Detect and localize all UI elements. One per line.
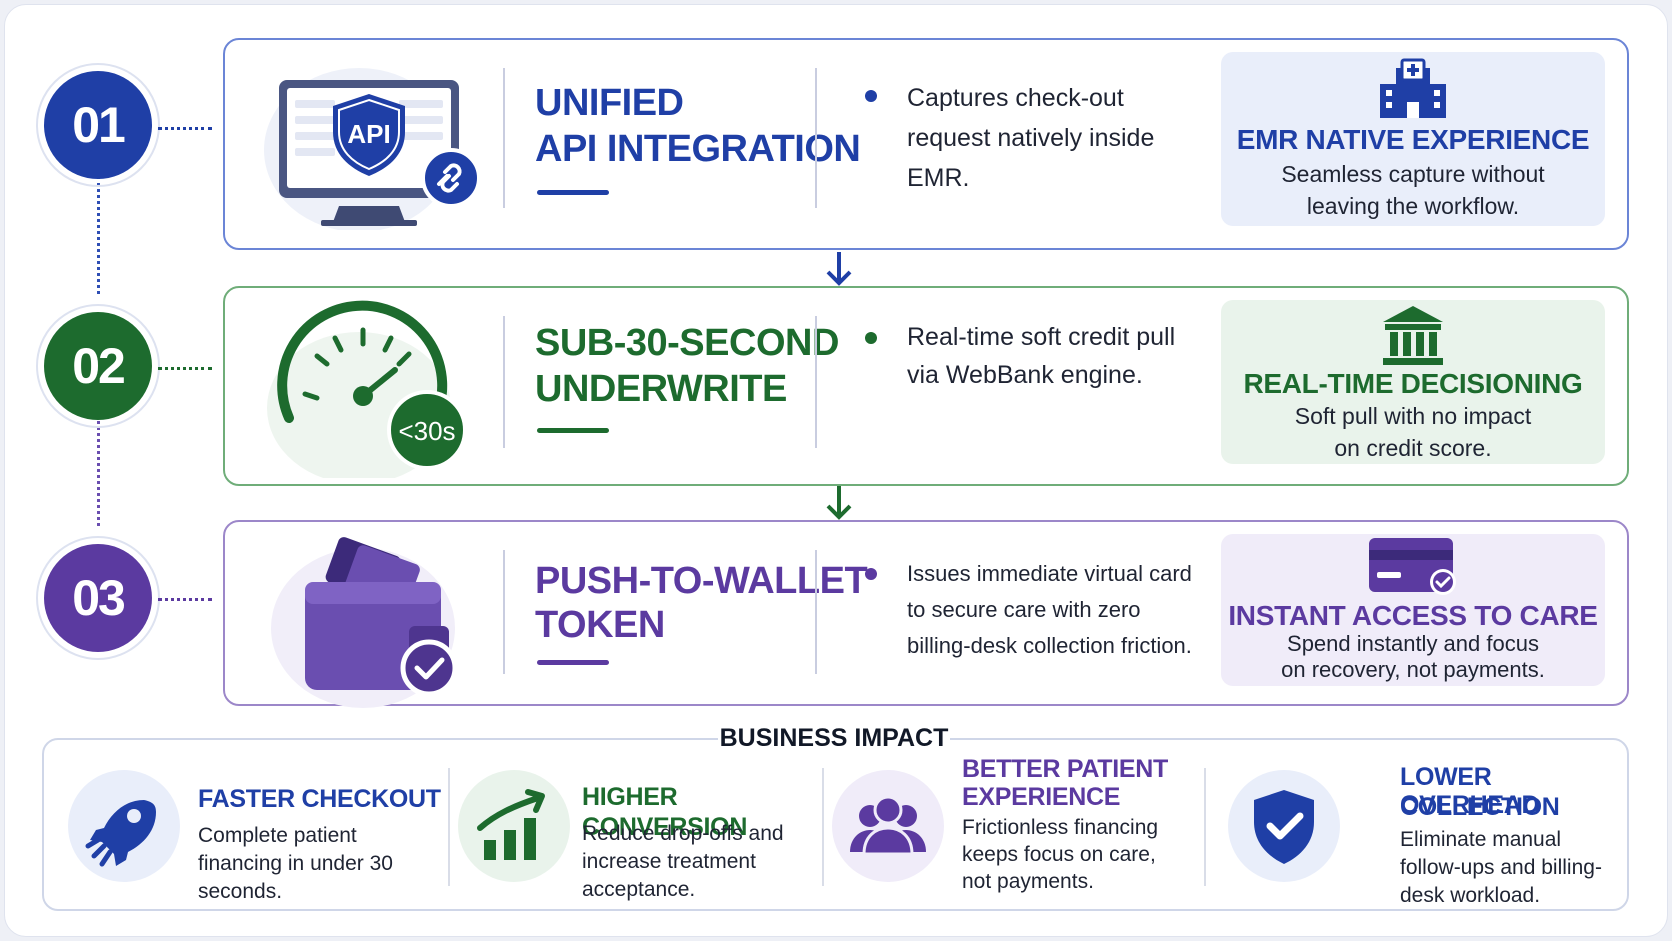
benefit-panel: REAL-TIME DECISIONING Soft pull with no … bbox=[1221, 300, 1605, 464]
impact-text: Frictionless financing keeps focus on ca… bbox=[962, 816, 1159, 893]
impact-title-line-1: LOWER COLLECTION bbox=[1400, 763, 1560, 821]
impact-card-better-patient-experience: BETTER PATIENT EXPERIENCE Frictionless f… bbox=[826, 740, 1184, 913]
bullet-dot bbox=[865, 568, 877, 580]
impact-divider bbox=[1204, 768, 1206, 886]
step-row-03: PUSH-TO-WALLET TOKEN Issues immediate vi… bbox=[223, 520, 1629, 708]
wallet-check-icon bbox=[271, 537, 458, 708]
timeline-connector-1 bbox=[97, 176, 100, 294]
impact-divider bbox=[448, 768, 450, 886]
row-divider bbox=[503, 68, 505, 208]
step-title-line-2: UNDERWRITE bbox=[535, 368, 787, 410]
impact-divider bbox=[822, 768, 824, 886]
step-bullet-text: Real-time soft credit pull via WebBank e… bbox=[907, 323, 1176, 389]
benefit-text-line-2: leaving the workflow. bbox=[1306, 193, 1520, 219]
step-connector-03 bbox=[158, 598, 212, 601]
benefit-title: EMR NATIVE EXPERIENCE bbox=[1236, 124, 1590, 155]
benefit-title: REAL-TIME DECISIONING bbox=[1243, 368, 1583, 399]
rocket-icon bbox=[68, 770, 180, 882]
step-number-02: 02 bbox=[36, 304, 160, 428]
speedometer-icon: <30s bbox=[267, 300, 467, 478]
row-divider bbox=[503, 316, 505, 448]
step-connector-02 bbox=[158, 367, 212, 370]
impact-text: Eliminate manual follow-ups and billing-… bbox=[1400, 828, 1602, 907]
business-impact-panel: FASTER CHECKOUT Complete patient financi… bbox=[42, 738, 1629, 911]
hospital-icon bbox=[1380, 58, 1446, 118]
benefit-panel: INSTANT ACCESS TO CARE Spend instantly a… bbox=[1221, 534, 1605, 686]
step-title-line-1: PUSH-TO-WALLET bbox=[535, 560, 868, 602]
impact-text: Complete patient financing in under 30 s… bbox=[198, 824, 393, 903]
step-number-01: 01 bbox=[36, 63, 160, 187]
impact-title-line-2: EXPERIENCE bbox=[962, 783, 1121, 811]
benefit-text-line-2: on recovery, not payments. bbox=[1281, 657, 1545, 682]
growth-chart-icon bbox=[458, 770, 570, 882]
down-arrow-icon bbox=[826, 252, 852, 286]
row-divider bbox=[503, 550, 505, 674]
bullet-dot bbox=[865, 90, 877, 102]
benefit-title: INSTANT ACCESS TO CARE bbox=[1228, 600, 1598, 631]
shield-check-icon bbox=[1228, 770, 1340, 882]
benefit-text-line-1: Seamless capture without bbox=[1281, 161, 1545, 187]
business-impact-title: BUSINESS IMPACT bbox=[718, 722, 950, 754]
impact-title: HIGHER CONVERSION bbox=[582, 783, 748, 841]
step-row-01: API UNIFIED API INTEGRATION Captures che… bbox=[223, 38, 1629, 250]
row-divider bbox=[815, 550, 817, 674]
credit-card-check-icon bbox=[1369, 538, 1456, 595]
benefit-panel: EMR NATIVE EXPERIENCE Seamless capture w… bbox=[1221, 52, 1605, 226]
impact-card-higher-conversion: HIGHER CONVERSION Reduce drop-offs and i… bbox=[452, 740, 818, 913]
title-underline bbox=[537, 660, 609, 665]
timeline-connector-2 bbox=[97, 402, 100, 526]
title-underline bbox=[537, 190, 609, 195]
impact-card-lower-collection-overhead: LOWER COLLECTION OVERHEAD Eliminate manu… bbox=[1208, 740, 1628, 913]
step-title-line-1: SUB-30-SECOND bbox=[535, 322, 839, 364]
step-row-02: <30s SUB-30-SECOND UNDERWRITE Real-time … bbox=[223, 286, 1629, 486]
step-number-03: 03 bbox=[36, 536, 160, 660]
step-title-line-2: API INTEGRATION bbox=[535, 128, 861, 170]
row-divider bbox=[815, 316, 817, 448]
down-arrow-icon bbox=[826, 486, 852, 520]
api-badge-text: API bbox=[347, 119, 390, 149]
benefit-text-line-2: on credit score. bbox=[1334, 435, 1492, 461]
step-bullet-text: Issues immediate virtual card to secure … bbox=[907, 561, 1192, 658]
people-icon bbox=[832, 770, 944, 882]
impact-title-line-1: BETTER PATIENT bbox=[962, 755, 1168, 783]
computer-api-shield-icon: API bbox=[264, 68, 479, 230]
bank-icon bbox=[1383, 306, 1443, 365]
impact-title: FASTER CHECKOUT bbox=[198, 785, 441, 813]
impact-title-line-2: OVERHEAD bbox=[1400, 791, 1540, 819]
bullet-dot bbox=[865, 332, 877, 344]
title-underline bbox=[537, 428, 609, 433]
step-title-line-1: UNIFIED bbox=[535, 82, 684, 124]
impact-card-faster-checkout: FASTER CHECKOUT Complete patient financi… bbox=[44, 740, 444, 913]
impact-text: Reduce drop-offs and increase treatment … bbox=[582, 822, 784, 901]
timer-badge-text: <30s bbox=[398, 416, 455, 446]
row-divider bbox=[815, 68, 817, 208]
step-bullet-text: Captures check-out request natively insi… bbox=[907, 84, 1155, 192]
benefit-text-line-1: Spend instantly and focus bbox=[1287, 631, 1539, 656]
step-title-line-2: TOKEN bbox=[535, 604, 665, 646]
benefit-text-line-1: Soft pull with no impact bbox=[1294, 403, 1532, 429]
step-connector-01 bbox=[158, 127, 212, 130]
